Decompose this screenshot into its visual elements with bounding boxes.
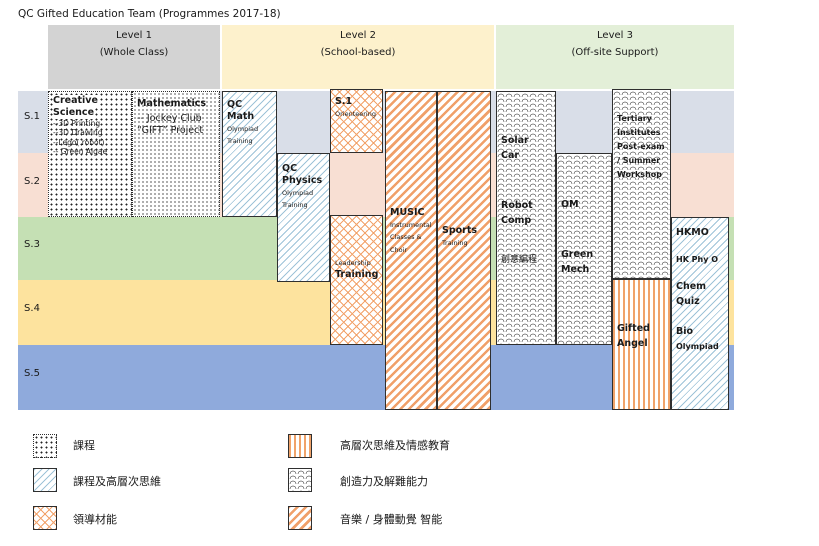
level-3-sub: (Off-site Support) <box>571 47 659 58</box>
qc-physics-line-2: Physics <box>282 174 323 186</box>
hkmo-line-4: Quiz <box>676 295 700 307</box>
mathematics-title: Mathematics <box>137 98 207 109</box>
music-sub-2: Classes & <box>390 233 422 242</box>
qc-math-sub-1: Olympiad <box>227 124 259 133</box>
legend-swatch-scallop <box>288 468 312 492</box>
creative-science-item: --3D Printing <box>53 118 101 128</box>
creative-science-item: -- Green Algae <box>53 146 108 156</box>
gifted-angel-box: Gifted Angel <box>612 279 671 410</box>
level-2-name: Level 2 <box>340 30 376 41</box>
s1-orienteering-title: S.1 <box>335 96 353 107</box>
creative-science-box: Creative Science --3D Printing --3D Draw… <box>48 91 132 217</box>
leadership-training-box: Leadership Training <box>330 215 383 345</box>
music-title: MUSIC <box>390 207 425 218</box>
diagram-title: QC Gifted Education Team (Programmes 201… <box>18 8 281 20</box>
creative-science-item: --3D Drawing <box>53 128 103 138</box>
qc-math-line-1: QC <box>227 99 243 110</box>
gifted-angel-line-2: Angel <box>617 337 648 349</box>
mathematics-line-3: “GIFT” Project <box>137 124 204 136</box>
mathematics-box: Mathematics -- Jockey Club “GIFT” Projec… <box>132 91 220 217</box>
hkmo-line-2: HK Phy O <box>676 254 719 264</box>
music-box: MUSIC Instrumental Classes & Choir <box>385 91 437 410</box>
legend-label: 高層次思維及情感教育 <box>340 439 450 452</box>
creative-science-title-1: Creative <box>53 95 98 107</box>
level-2-header: Level 2 (School-based) <box>222 25 494 89</box>
sports-box: Sports Training <box>437 91 491 410</box>
level-3-header: Level 3 (Off-site Support) <box>496 25 734 89</box>
legend-swatch-dots <box>33 434 57 458</box>
hkmo-line-5: Bio <box>676 325 694 337</box>
legend-swatch-orange-weave <box>33 506 57 530</box>
row-label-s3: S.3 <box>24 239 40 250</box>
sports-sub: Training <box>442 238 468 247</box>
leadership-title: Training <box>335 269 379 281</box>
qc-physics-sub-2: Training <box>282 201 308 210</box>
row-label-s1: S.1 <box>24 111 40 122</box>
music-sub-1: Instrumental <box>390 220 432 229</box>
hkmo-line-1: HKMO <box>676 227 709 238</box>
legend-swatch-blue-diagonal <box>33 468 57 492</box>
solar-car-line-1: Solar <box>501 135 529 146</box>
legend-label: 領導材能 <box>73 513 117 526</box>
creative-science-title-2: Science <box>53 106 95 119</box>
creative-science-item: --Lego( robot) <box>53 137 105 147</box>
qc-math-box: QC Math Olympiad Training <box>222 91 277 217</box>
level-3-name: Level 3 <box>597 30 633 41</box>
music-sub-3: Choir <box>390 245 408 254</box>
legend-label: 課程 <box>73 439 95 452</box>
om-line-2: Green <box>561 248 594 260</box>
row-label-s5: S.5 <box>24 368 40 379</box>
om-line-1: OM <box>561 199 579 210</box>
level-1-sub: (Whole Class) <box>99 47 169 58</box>
qc-physics-sub-1: Olympiad <box>282 188 314 197</box>
tertiary-line: Tertiary <box>617 114 652 123</box>
level-1-name: Level 1 <box>116 30 152 41</box>
qc-math-line-2: Math <box>227 110 255 122</box>
legend-swatch-orange-diagonal <box>288 506 312 530</box>
tertiary-box: Tertiary Institutes Post-exam / Summer W… <box>612 89 671 279</box>
hkmo-line-6: Olympiad <box>676 341 719 351</box>
om-box: OM Green Mech <box>556 153 612 345</box>
legend-label: 課程及高層次思維 <box>73 475 161 488</box>
tertiary-line: / Summer <box>617 156 661 165</box>
qc-math-sub-2: Training <box>227 137 253 146</box>
tertiary-line: Post-exam <box>617 142 665 151</box>
row-label-s4: S.4 <box>24 303 40 314</box>
sports-title: Sports <box>442 225 478 236</box>
hkmo-line-3: Chem <box>676 280 707 292</box>
legend-label: 創造力及解難能力 <box>340 475 428 488</box>
solar-car-line-3: Robot <box>501 199 533 211</box>
tertiary-line: Workshop <box>617 170 662 179</box>
leadership-sub: Leadership <box>335 259 371 267</box>
solar-car-line-4: Comp <box>501 214 532 226</box>
tertiary-line: Institutes <box>617 128 661 137</box>
solar-car-line-5: 創意編程 <box>501 254 538 265</box>
gifted-angel-line-1: Gifted <box>617 323 650 334</box>
solar-car-line-2: Car <box>501 149 520 161</box>
legend-label: 音樂 / 身體動覺 智能 <box>340 513 443 526</box>
level-1-header: Level 1 (Whole Class) <box>48 25 220 89</box>
solar-car-box: Solar Car Robot Comp 創意編程 <box>496 91 556 345</box>
row-label-s2: S.2 <box>24 176 40 187</box>
mathematics-line-2: -- Jockey Club <box>137 112 202 124</box>
qc-physics-line-1: QC <box>282 163 298 174</box>
qc-physics-box: QC Physics Olympiad Training <box>277 153 330 282</box>
level-2-sub: (School-based) <box>320 47 396 58</box>
s1-orienteering-sub: Orienteering <box>335 109 376 118</box>
legend-swatch-orange-vertical <box>288 434 312 458</box>
hkmo-box: HKMO HK Phy O Chem Quiz Bio Olympiad <box>671 217 729 410</box>
om-line-3: Mech <box>561 263 590 275</box>
s1-orienteering-box: S.1 Orienteering <box>330 89 383 153</box>
